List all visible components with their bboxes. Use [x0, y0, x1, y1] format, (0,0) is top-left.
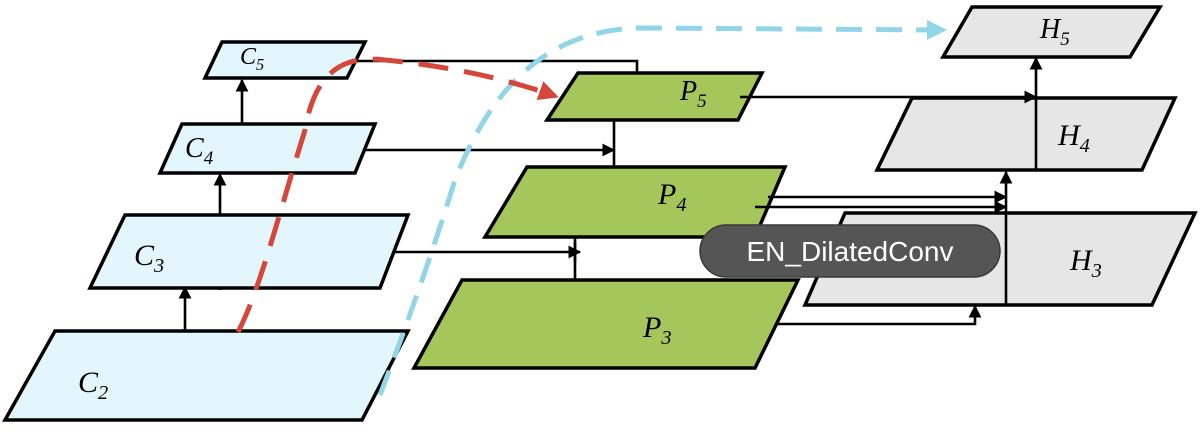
en-dilatedconv-module: EN_DilatedConv — [699, 224, 1001, 278]
h5-layer — [939, 5, 1164, 59]
p5-layer — [543, 71, 765, 122]
module-label: EN_DilatedConv — [747, 236, 954, 267]
label-c2: C2 — [78, 366, 108, 404]
label-c5: C5 — [240, 44, 264, 74]
pyramid-p3-h3 — [775, 304, 982, 326]
label-c4: C4 — [185, 133, 214, 169]
label-h3: H3 — [1069, 244, 1102, 282]
skip-connection-red — [235, 56, 559, 334]
label-p4: P4 — [657, 178, 687, 216]
h4-layer — [874, 96, 1178, 172]
c4-layer — [157, 122, 378, 175]
c5-layer — [202, 40, 368, 80]
p3-layer — [411, 278, 801, 370]
label-h4: H4 — [1057, 119, 1090, 157]
label-c3: C3 — [134, 239, 164, 277]
label-h5: H5 — [1039, 14, 1070, 50]
c2-layer — [2, 329, 411, 422]
label-p3: P3 — [642, 311, 672, 349]
c3-layer — [87, 213, 411, 290]
label-p5: P5 — [679, 76, 707, 112]
skip-connection-blue — [377, 19, 947, 396]
